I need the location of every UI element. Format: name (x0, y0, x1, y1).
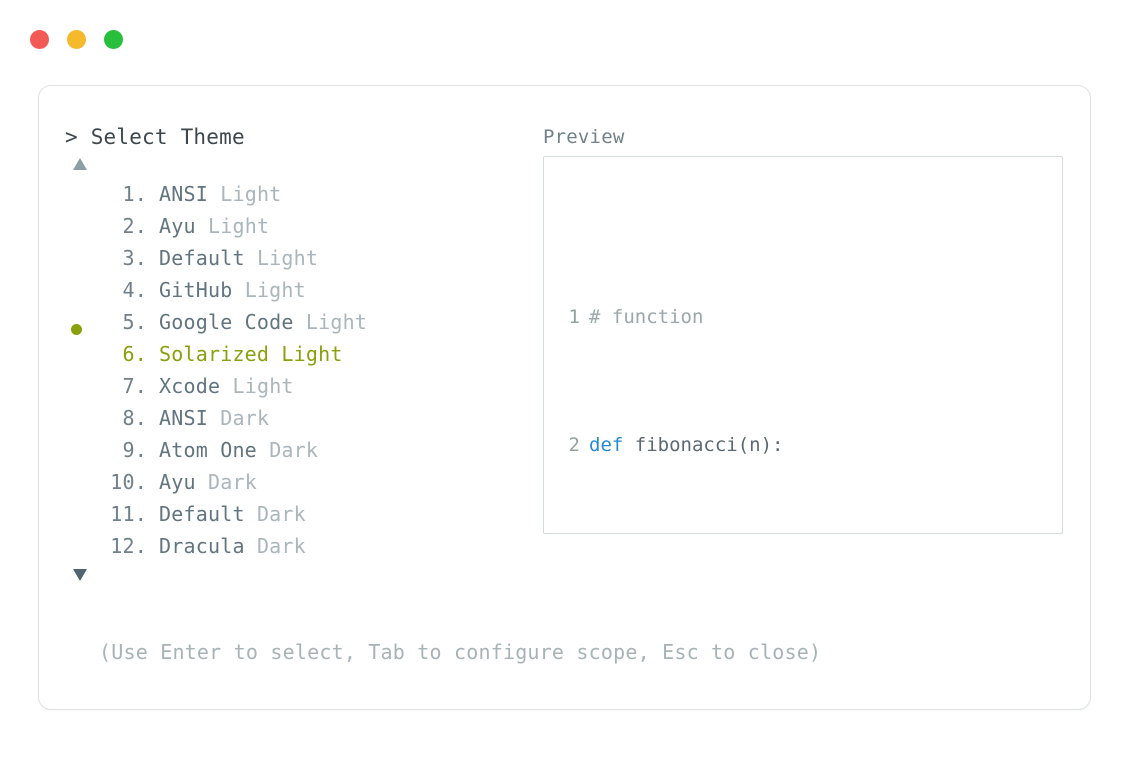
theme-list-item-google-code-light[interactable]: 5. Google Code Light (65, 306, 535, 338)
theme-variant: Light (245, 242, 318, 274)
prompt-caret-icon: > (65, 125, 78, 149)
theme-name: Ayu (159, 214, 196, 238)
theme-index: 8. (122, 406, 147, 430)
page-title: > Select Theme (65, 124, 535, 150)
theme-list-item-ansi-dark[interactable]: 8. ANSI Dark (65, 402, 535, 434)
theme-variant: Dark (208, 402, 269, 434)
theme-variant: Dark (257, 434, 318, 466)
theme-list-item-ayu-light[interactable]: 2. Ayu Light (65, 210, 535, 242)
close-button[interactable] (30, 29, 49, 49)
theme-variant-text: Light (256, 246, 319, 270)
triangle-down-icon[interactable] (69, 564, 91, 584)
theme-name: Default (159, 246, 245, 270)
theme-name: Xcode (159, 374, 221, 398)
theme-name: Default (159, 502, 245, 526)
preview-title: Preview (543, 126, 625, 148)
theme-variant: Light (196, 210, 269, 242)
theme-list-panel: > Select Theme 1. ANSI Light (65, 124, 535, 584)
theme-variant-text: Light (207, 214, 270, 238)
theme-variant: Dark (245, 498, 306, 530)
theme-index: 5. (122, 310, 147, 334)
theme-list-item-solarized-light[interactable]: 6. Solarized Light (65, 324, 535, 370)
code-token-function: fibonacci(n): (623, 434, 784, 456)
theme-index: 3. (122, 246, 147, 270)
theme-variant-text: Light (305, 310, 368, 334)
theme-variant-text: Dark (256, 534, 306, 558)
code-line-1: 1 # function (566, 301, 1062, 333)
line-number: 1 (568, 306, 580, 328)
theme-variant-text: Dark (220, 406, 270, 430)
theme-variant-text: Dark (207, 470, 257, 494)
line-number: 2 (568, 434, 580, 456)
theme-name: Ayu (159, 470, 196, 494)
window-titlebar (0, 0, 1129, 78)
theme-index: 12. (110, 534, 147, 558)
keyboard-hint: (Use Enter to select, Tab to configure s… (99, 640, 822, 664)
theme-variant-text: Dark (256, 502, 306, 526)
theme-index: 6. (122, 342, 147, 366)
theme-index: 4. (122, 278, 147, 302)
minimize-button[interactable] (67, 29, 86, 49)
theme-list-item-default-dark[interactable]: 11. Default Dark (65, 498, 535, 530)
theme-list-item-ayu-dark[interactable]: 10. Ayu Dark (65, 466, 535, 498)
theme-list-item-ansi-light[interactable]: 1. ANSI Light (65, 178, 535, 210)
code-token-comment: # function (589, 306, 704, 328)
theme-name: ANSI (159, 182, 208, 206)
theme-variant: Light (294, 306, 367, 338)
theme-variant: Light (232, 274, 306, 306)
theme-variant-text: Light (281, 342, 343, 366)
page-title-text: Select Theme (90, 125, 245, 149)
theme-name: Google Code (159, 310, 294, 334)
maximize-button[interactable] (104, 29, 123, 49)
theme-name: GitHub (159, 278, 233, 302)
theme-list-item-xcode-light[interactable]: 7. Xcode Light (65, 370, 535, 402)
theme-variant-text: Light (244, 278, 306, 302)
selected-bullet-icon (71, 324, 82, 335)
theme-index: 11. (110, 502, 147, 526)
theme-name: Solarized (159, 342, 270, 366)
theme-name: Dracula (159, 534, 245, 558)
theme-list-item-dracula-dark[interactable]: 12. Dracula Dark (65, 530, 535, 562)
theme-index: 9. (122, 438, 147, 462)
code-token-keyword: def (589, 434, 624, 456)
theme-variant: Light (269, 338, 342, 370)
theme-variant-text: Light (232, 374, 294, 398)
theme-list-item-github-light[interactable]: 4. GitHub Light (65, 274, 535, 306)
theme-index: 2. (122, 214, 147, 238)
theme-variant-text: Dark (269, 438, 319, 462)
theme-index: 1. (122, 182, 147, 206)
theme-variant: Light (208, 178, 281, 210)
theme-list-item-atom-one-dark[interactable]: 9. Atom One Dark (65, 434, 535, 466)
traffic-light-group (30, 29, 123, 49)
theme-list-item-default-light[interactable]: 3. Default Light (65, 242, 535, 274)
triangle-up-icon[interactable] (69, 154, 91, 174)
theme-index: 10. (110, 470, 147, 494)
code-line-2: 2 def fibonacci(n): (566, 429, 1062, 461)
theme-variant: Light (220, 370, 293, 402)
theme-picker-card: > Select Theme 1. ANSI Light (38, 85, 1091, 710)
theme-index: 7. (122, 374, 147, 398)
theme-variant: Dark (196, 466, 257, 498)
theme-variant: Dark (245, 530, 306, 562)
theme-list[interactable]: 1. ANSI Light 2. Ayu Light 3. Default (65, 178, 535, 562)
selection-bullet-slot (65, 324, 93, 434)
theme-name: ANSI (159, 406, 208, 430)
theme-variant-text: Light (220, 182, 282, 206)
theme-name: Atom One (159, 438, 257, 462)
